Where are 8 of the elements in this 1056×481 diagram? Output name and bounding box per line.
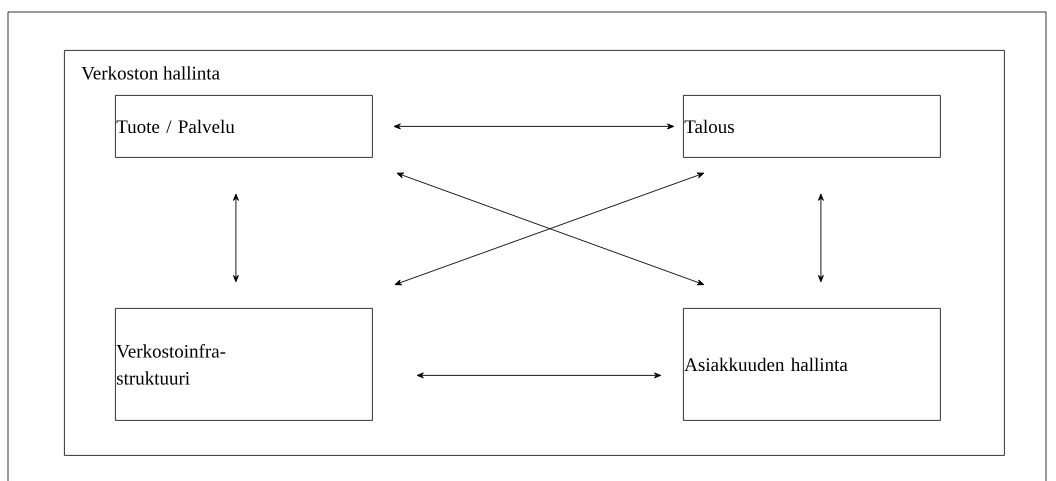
- arrow: [416, 372, 662, 379]
- process-box: Asiakkuuden hallinta: [683, 308, 941, 421]
- process-box: Talous: [683, 95, 941, 158]
- process-box: Verkostoinfra- struktuuri: [115, 308, 373, 421]
- arrow: [233, 193, 239, 283]
- process-box: Tuote / Palvelu: [115, 95, 373, 158]
- arrow: [393, 123, 675, 130]
- arrow: [817, 193, 824, 283]
